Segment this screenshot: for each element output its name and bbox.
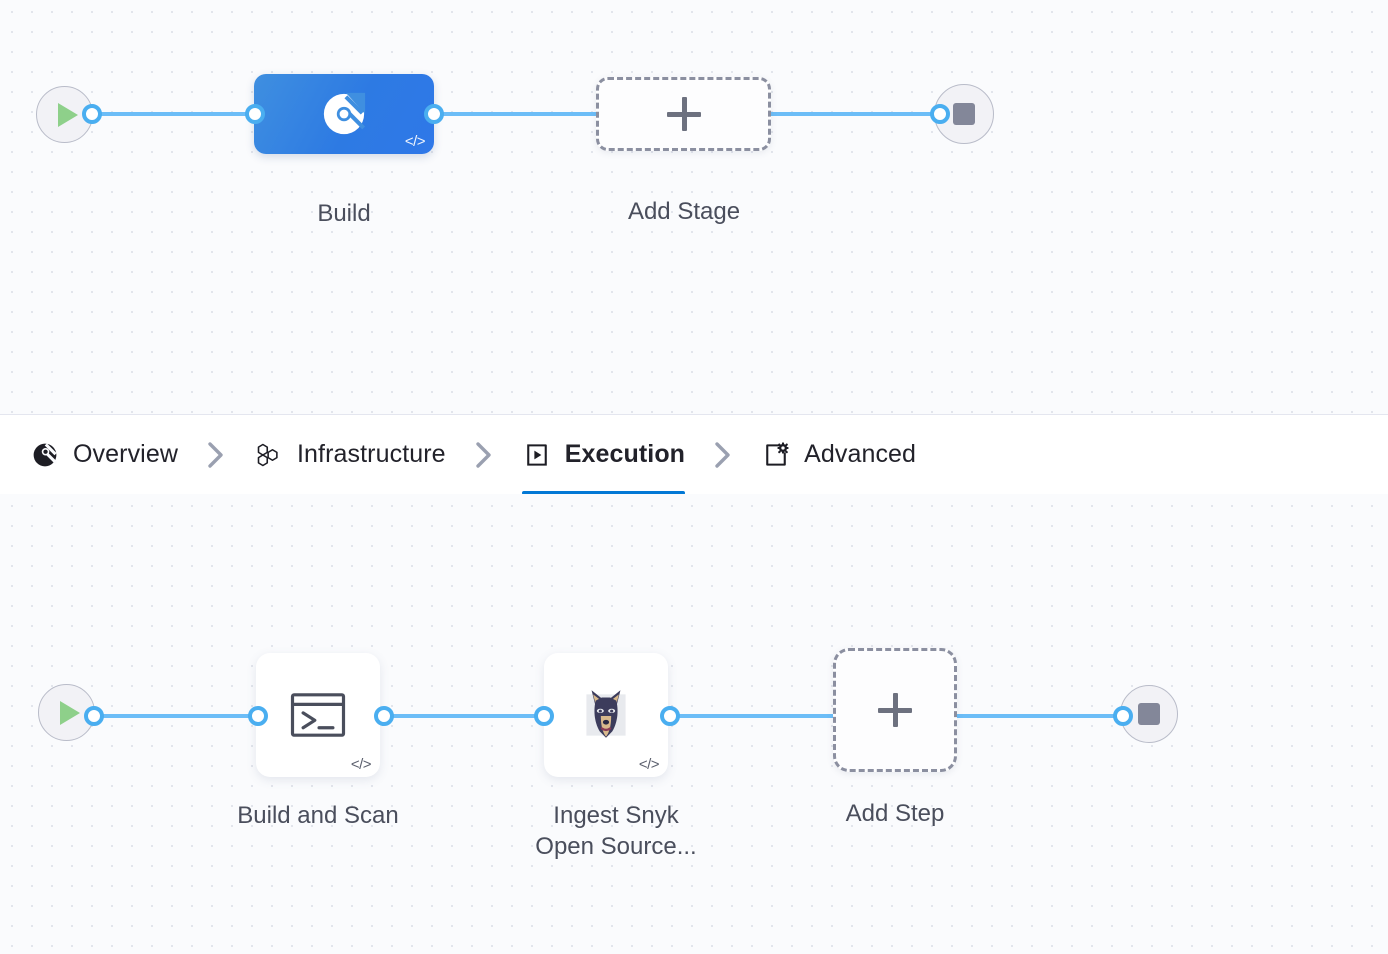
- stage-start-node[interactable]: [36, 86, 93, 143]
- chevron-right-icon: [715, 441, 730, 468]
- stage-start-port[interactable]: [82, 104, 102, 124]
- terminal-icon: [290, 693, 346, 737]
- add-stage-label: Add Stage: [627, 198, 741, 225]
- tab-execution[interactable]: Execution: [521, 415, 686, 495]
- tab-separator-1: [178, 440, 254, 470]
- tab-execution-label: Execution: [564, 440, 686, 468]
- add-step-button[interactable]: [833, 648, 957, 772]
- step-node-build-and-scan-label: Build and Scan: [237, 802, 399, 829]
- edge-addstep-to-end: [940, 714, 1135, 718]
- step-buildscan-output-port[interactable]: [374, 706, 394, 726]
- plus-icon: [878, 693, 912, 727]
- edge-start-to-buildscan: [86, 714, 276, 718]
- step-snyk-input-port[interactable]: [534, 706, 554, 726]
- hexagons-icon: [254, 440, 284, 470]
- tab-overview-label: Overview: [73, 440, 178, 468]
- step-node-build-and-scan[interactable]: </>: [256, 653, 380, 777]
- tab-overview[interactable]: Overview: [30, 415, 178, 495]
- stop-icon: [953, 103, 975, 125]
- ci-build-icon: [323, 92, 366, 135]
- chevron-right-icon: [475, 441, 491, 468]
- tab-advanced[interactable]: Advanced: [761, 415, 916, 495]
- tab-separator-2: [446, 440, 522, 470]
- ci-build-icon: [30, 440, 60, 470]
- play-icon: [59, 700, 80, 725]
- step-node-ingest-snyk[interactable]: </>: [544, 653, 668, 777]
- edge-build-to-addstage: [424, 112, 614, 116]
- step-canvas[interactable]: </> Build and Scan: [0, 494, 1388, 954]
- step-snyk-output-port[interactable]: [660, 706, 680, 726]
- code-badge-icon: </>: [638, 756, 660, 773]
- add-stage-button[interactable]: [596, 77, 771, 151]
- code-badge-icon: </>: [350, 756, 372, 773]
- add-step-label: Add Step: [845, 800, 945, 827]
- code-badge-icon: </>: [404, 133, 426, 150]
- stage-canvas[interactable]: </> Build Add Stage: [0, 0, 1388, 414]
- edge-snyk-to-addstep: [660, 714, 860, 718]
- edge-addstage-to-end: [753, 112, 953, 116]
- stage-build-input-port[interactable]: [245, 104, 265, 124]
- tab-infrastructure[interactable]: Infrastructure: [254, 415, 446, 495]
- chevron-right-icon: [208, 441, 223, 468]
- step-buildscan-input-port[interactable]: [248, 706, 268, 726]
- play-in-box-icon: [522, 440, 552, 470]
- step-start-port[interactable]: [84, 706, 104, 726]
- stage-end-port[interactable]: [930, 104, 950, 124]
- tab-separator-3: [685, 440, 761, 470]
- stage-build-output-port[interactable]: [424, 104, 444, 124]
- stage-node-build-label: Build: [317, 200, 371, 227]
- plus-icon: [666, 97, 701, 131]
- tab-infrastructure-label: Infrastructure: [297, 440, 446, 468]
- stop-icon: [1138, 703, 1160, 725]
- edge-start-to-build: [84, 112, 274, 116]
- snyk-doberman-icon: [586, 690, 626, 738]
- edge-buildscan-to-snyk: [374, 714, 564, 718]
- stage-node-build[interactable]: </>: [254, 74, 434, 154]
- play-icon: [57, 102, 78, 127]
- stage-config-tabs[interactable]: Overview Infrastructure: [0, 414, 1388, 495]
- step-node-ingest-snyk-label: Ingest Snyk Open Source...: [535, 802, 697, 861]
- gear-in-box-icon: [761, 440, 791, 470]
- step-end-port[interactable]: [1113, 706, 1133, 726]
- tab-advanced-label: Advanced: [804, 440, 917, 468]
